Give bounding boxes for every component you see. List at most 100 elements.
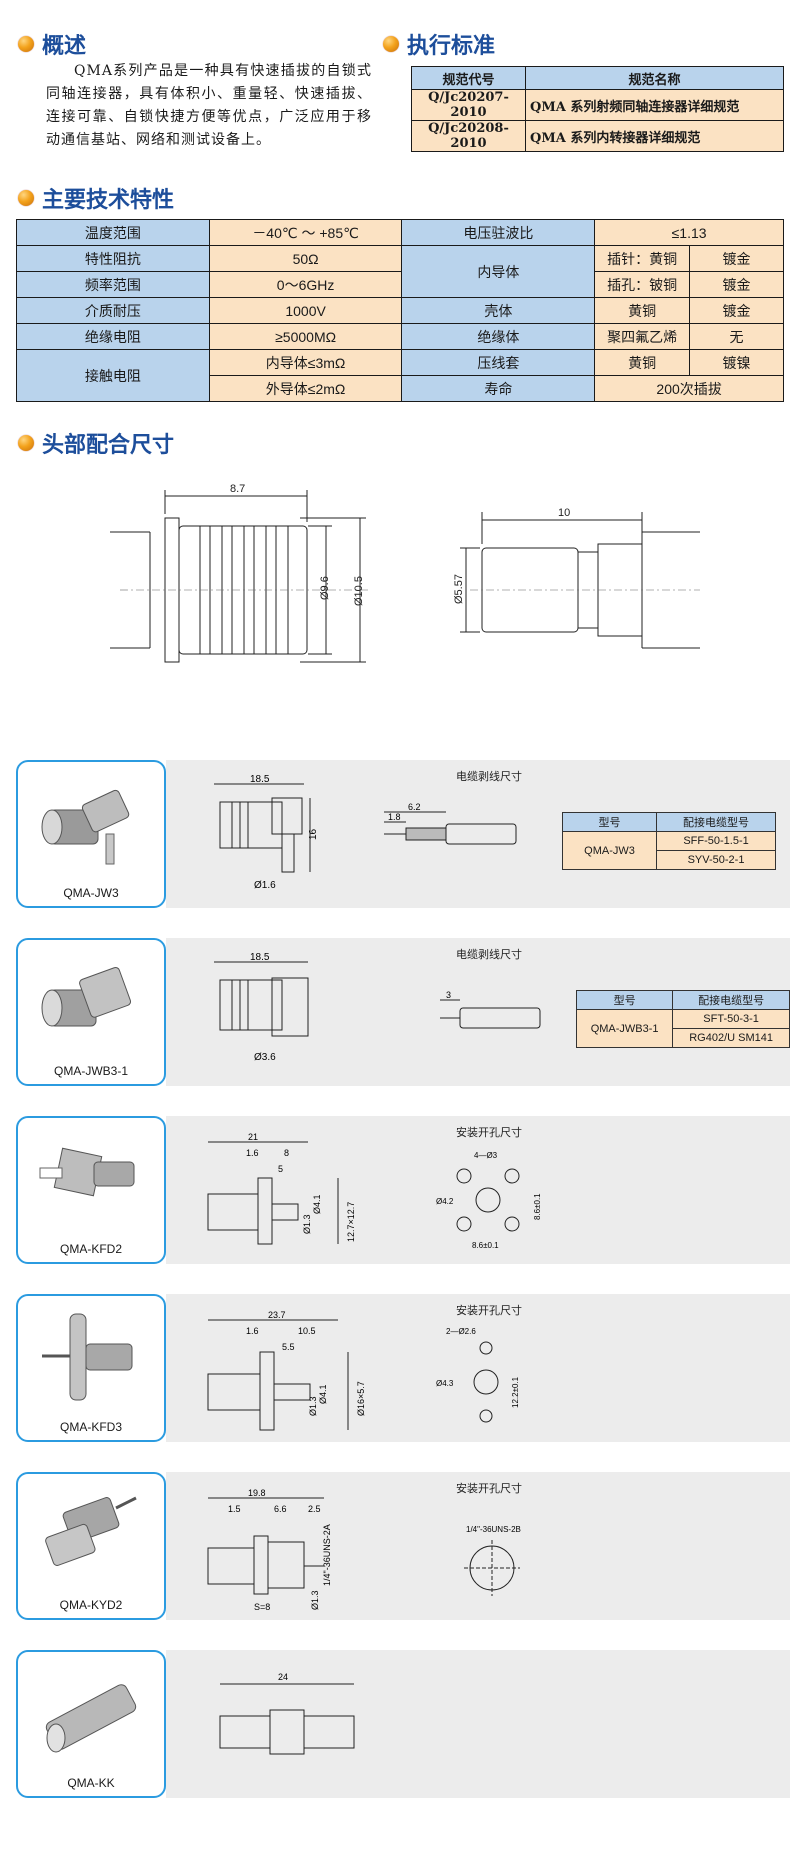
spec-value: 镀镍: [689, 349, 784, 376]
overview-heading: 概述: [18, 28, 86, 60]
dim-label: 8.7: [230, 483, 245, 495]
standard-title: 执行标准: [407, 33, 496, 59]
product-name: QMA-KK: [67, 1776, 115, 1790]
dim-label: 6.2: [408, 802, 421, 812]
dim-label: 12.2±0.1: [511, 1376, 520, 1408]
product-card[interactable]: QMA-JWB3-1: [16, 938, 166, 1086]
product-drawing: 19.8 1.5 6.6 2.5 1/4"-36UNS-2A Ø1.3 S=8: [207, 1488, 332, 1612]
strip-drawing: 6.2 1.8: [384, 802, 517, 845]
product-panel: [166, 1116, 790, 1264]
spec-table: 温度范围 －40℃ ～ +85℃ 电压驻波比 ≤1.13 特性阻抗 50Ω 内导…: [16, 219, 784, 402]
dim-label: Ø4.1: [318, 1384, 328, 1404]
cable-type: SYV-50-2-1: [656, 850, 776, 870]
connector-photo-icon: [45, 1684, 137, 1753]
product-row: QMA-KFD3 23.7 1.6 10.5 5.5 Ø4.1 Ø1.3 Ø16…: [16, 1294, 790, 1442]
dim-label: 2—Ø2.6: [446, 1327, 476, 1336]
dim-label: 16: [308, 828, 319, 840]
product-card[interactable]: QMA-KFD3: [16, 1294, 166, 1442]
spec-value: 无: [689, 323, 784, 350]
dim-label: 2.5: [308, 1504, 321, 1514]
dim-label: Ø1.3: [310, 1590, 320, 1610]
product-drawing: 24: [219, 1672, 355, 1755]
spec-value: 黄铜: [594, 297, 691, 324]
product-card[interactable]: QMA-KK: [16, 1650, 166, 1798]
dim-label: 5: [278, 1164, 283, 1174]
spec-label: 接触电阻: [16, 349, 210, 402]
dims-title: 头部配合尺寸: [42, 432, 175, 458]
dim-label: 3: [446, 990, 451, 1000]
standard-heading: 执行标准: [383, 28, 495, 60]
dim-label: 21: [248, 1132, 258, 1142]
connector-photo-icon: [45, 1496, 137, 1566]
spec-value: 黄铜: [594, 349, 691, 376]
dim-label: 6.6: [274, 1504, 287, 1514]
dim-label: 1/4"-36UNS-2A: [322, 1524, 332, 1586]
dim-label: 1.6: [246, 1326, 259, 1336]
dim-label: Ø1.3: [302, 1214, 312, 1234]
cutout-drawing: 4—Ø3 Ø4.2 8.6±0.1 8.6±0.1: [436, 1151, 542, 1250]
dim-label: 23.7: [268, 1310, 286, 1320]
overview-title: 概述: [42, 33, 87, 59]
product-drawing: 18.5 Ø3.6: [214, 952, 309, 1063]
spec-value: 插孔：铍铜: [594, 271, 691, 298]
cable-table-header: 型号: [561, 812, 658, 832]
dim-label: 8: [284, 1148, 289, 1158]
bullet-icon: [18, 36, 34, 52]
connector-photo-icon: [39, 1147, 135, 1197]
product-name: QMA-KFD2: [59, 1242, 122, 1256]
product-card[interactable]: QMA-KYD2: [16, 1472, 166, 1620]
dim-label: 1/4"-36UNS-2B: [466, 1525, 521, 1534]
cutout-drawing: 2—Ø2.6 Ø4.3 12.2±0.1: [436, 1327, 520, 1423]
spec-value: 1000V: [208, 297, 403, 324]
product-card[interactable]: QMA-KFD2: [16, 1116, 166, 1264]
product-panel: [166, 1472, 790, 1620]
cable-table-header: 配接电缆型号: [656, 812, 776, 832]
product-panel: [166, 1294, 790, 1442]
dim-label: Ø4.2: [436, 1197, 454, 1206]
spec-value: 200次插拔: [594, 375, 784, 402]
spec-value: 镀金: [689, 245, 784, 272]
cable-model: QMA-JW3: [561, 831, 658, 870]
cable-type: SFT-50-3-1: [672, 1009, 790, 1029]
specs-title: 主要技术特性: [42, 187, 175, 213]
dim-label: Ø1.3: [308, 1396, 318, 1416]
dim-label: Ø3.6: [254, 1052, 276, 1063]
product-drawing: 23.7 1.6 10.5 5.5 Ø4.1 Ø1.3 Ø16×5.7: [207, 1310, 366, 1431]
std-name: QMA 系列射频同轴连接器详细规范: [525, 89, 784, 121]
standard-table: 规范代号 规范名称 Q/Jc20207-2010 QMA 系列射频同轴连接器详细…: [411, 66, 784, 152]
cable-table-header: 型号: [575, 990, 674, 1010]
spec-value: 镀金: [689, 297, 784, 324]
spec-label: 温度范围: [16, 219, 210, 246]
product-row: QMA-KYD2 19.8 1.5 6.6 2.5 1/4"-36UNS-2A …: [16, 1472, 790, 1620]
cable-table-header: 配接电缆型号: [672, 990, 790, 1010]
dim-label: Ø5.57: [453, 574, 465, 604]
dims-heading: 头部配合尺寸: [18, 427, 174, 459]
cable-type: SFF-50-1.5-1: [656, 831, 776, 851]
product-drawing: 21 1.6 8 5 Ø4.1 Ø1.3 12.7×12.7: [207, 1132, 356, 1245]
spec-label: 特性阻抗: [16, 245, 210, 272]
spec-label: 壳体: [401, 297, 596, 324]
specs-heading: 主要技术特性: [18, 182, 174, 214]
dim-label: 8.6±0.1: [472, 1241, 499, 1250]
connector-photo-icon: [41, 789, 130, 865]
strip-drawing: 3: [440, 990, 541, 1029]
dim-label: 1.6: [246, 1148, 259, 1158]
dim-label: 19.8: [248, 1488, 266, 1498]
dim-label: 10.5: [298, 1326, 316, 1336]
spec-value: 内导体≤3mΩ: [208, 349, 403, 376]
product-name: QMA-JW3: [63, 886, 119, 900]
spec-label: 压线套: [401, 349, 596, 376]
product-card[interactable]: QMA-JW3: [16, 760, 166, 908]
cable-type: RG402/U SM141: [672, 1028, 790, 1048]
spec-value: ≤1.13: [594, 219, 784, 246]
std-header-name: 规范名称: [525, 66, 784, 90]
spec-value: 50Ω: [208, 245, 403, 272]
connector-photo-icon: [42, 1313, 133, 1401]
std-header-code: 规范代号: [411, 66, 526, 90]
std-name: QMA 系列内转接器详细规范: [525, 120, 784, 152]
spec-value: 聚四氟乙烯: [594, 323, 691, 350]
product-caption: 电缆剥线尺寸: [456, 771, 522, 783]
spec-value: －40℃ ～ +85℃: [208, 219, 403, 246]
dim-label: Ø1.6: [254, 880, 276, 891]
